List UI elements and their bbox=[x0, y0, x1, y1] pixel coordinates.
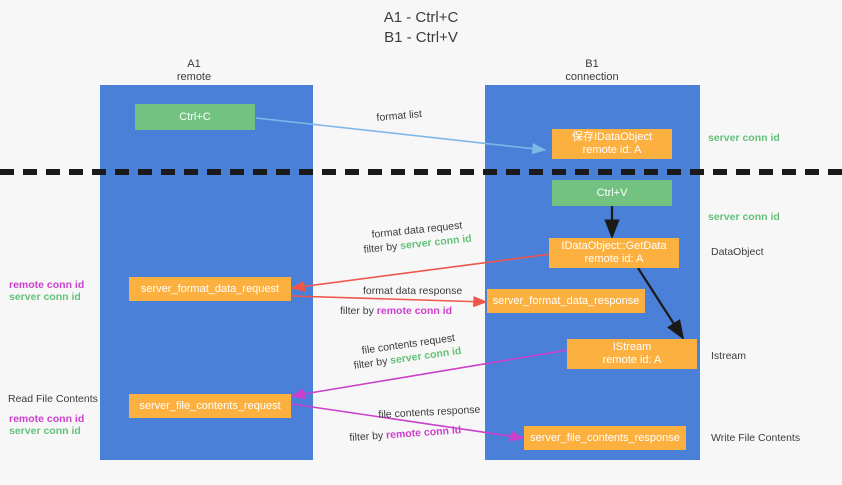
left-label-remote-conn-id-1: remote conn id bbox=[9, 279, 84, 292]
node-server-format-data-response[interactable]: server_format_data_response bbox=[487, 289, 645, 313]
node-istream[interactable]: IStream remote id: A bbox=[567, 339, 697, 369]
right-label-server-conn-id-top: server conn id bbox=[708, 132, 780, 145]
column-header-a1-sub: remote bbox=[176, 71, 212, 83]
left-label-remote-conn-id-2: remote conn id bbox=[9, 413, 84, 426]
filter-prefix: filter by bbox=[353, 354, 392, 372]
column-header-b1-sub: connection bbox=[565, 71, 619, 83]
column-header-a1: A1 remote bbox=[130, 58, 258, 84]
edge-label-format-list-text: format list bbox=[376, 108, 423, 124]
edge-label-file-contents-response: file contents response bbox=[378, 404, 481, 422]
right-label-dataobject-text: DataObject bbox=[711, 246, 764, 258]
edge-label-file-contents-response-text: file contents response bbox=[378, 403, 481, 421]
page-title: A1 - Ctrl+C B1 - Ctrl+V bbox=[0, 8, 842, 48]
node-server-file-contents-response[interactable]: server_file_contents_response bbox=[524, 426, 686, 450]
edge-label-format-data-response-filter: filter by remote conn id bbox=[340, 305, 452, 318]
column-header-a1-name: A1 bbox=[187, 58, 201, 70]
filter-prefix: filter by bbox=[340, 305, 377, 317]
left-label-server-conn-id-2-text: server conn id bbox=[9, 425, 81, 437]
right-label-server-conn-id-top-text: server conn id bbox=[708, 132, 780, 144]
node-ctrl-c-label: Ctrl+C bbox=[179, 110, 211, 123]
node-idataobject-getdata-line1: IDataObject::GetData bbox=[561, 240, 667, 252]
edge-label-format-list: format list bbox=[376, 108, 422, 125]
right-label-write-file-contents-text: Write File Contents bbox=[711, 432, 801, 444]
title-line-1: A1 - Ctrl+C bbox=[383, 9, 459, 26]
edge-label-format-data-response: format data response bbox=[363, 285, 462, 298]
node-server-file-contents-request-label: server_file_contents_request bbox=[139, 399, 281, 412]
node-server-format-data-request[interactable]: server_format_data_request bbox=[129, 277, 291, 301]
right-label-server-conn-id-mid-text: server conn id bbox=[708, 211, 780, 223]
filter-value-remote-conn-id: remote conn id bbox=[385, 424, 462, 442]
column-header-b1-name: B1 bbox=[585, 58, 599, 70]
node-istream-line1: IStream bbox=[612, 341, 652, 353]
node-server-format-data-request-label: server_format_data_request bbox=[140, 282, 280, 295]
node-save-idataobject-line1: 保存IDataObject bbox=[571, 131, 653, 143]
left-label-server-conn-id-2: server conn id bbox=[9, 425, 81, 438]
node-istream-line2: remote id: A bbox=[602, 354, 662, 366]
node-save-idataobject-line2: remote id: A bbox=[582, 144, 642, 156]
left-label-server-conn-id-1: server conn id bbox=[9, 291, 81, 304]
left-label-read-file-contents: Read File Contents bbox=[8, 393, 98, 406]
column-header-b1: B1 connection bbox=[528, 58, 656, 84]
node-save-idataobject[interactable]: 保存IDataObject remote id: A bbox=[552, 129, 672, 159]
left-label-remote-conn-id-2-text: remote conn id bbox=[9, 413, 85, 425]
node-ctrl-v-label: Ctrl+V bbox=[596, 186, 628, 199]
edge-label-file-contents-response-filter: filter by remote conn id bbox=[349, 424, 462, 445]
filter-prefix: filter by bbox=[363, 240, 401, 256]
left-label-server-conn-id-1-text: server conn id bbox=[9, 291, 81, 303]
node-ctrl-v[interactable]: Ctrl+V bbox=[552, 180, 672, 206]
right-label-dataobject: DataObject bbox=[711, 246, 764, 259]
node-server-file-contents-request[interactable]: server_file_contents_request bbox=[129, 394, 291, 418]
node-server-file-contents-response-label: server_file_contents_response bbox=[530, 431, 680, 444]
node-ctrl-c[interactable]: Ctrl+C bbox=[135, 104, 255, 130]
right-label-istream: Istream bbox=[711, 350, 746, 363]
right-label-server-conn-id-mid: server conn id bbox=[708, 211, 780, 224]
filter-value-remote-conn-id: remote conn id bbox=[376, 305, 453, 317]
right-label-write-file-contents: Write File Contents bbox=[711, 432, 800, 445]
right-label-istream-text: Istream bbox=[711, 350, 747, 362]
node-idataobject-getdata-line2: remote id: A bbox=[584, 253, 644, 265]
title-line-2: B1 - Ctrl+V bbox=[384, 29, 458, 46]
node-server-format-data-response-label: server_format_data_response bbox=[492, 294, 640, 307]
node-idataobject-getdata[interactable]: IDataObject::GetData remote id: A bbox=[549, 238, 679, 268]
edge-label-format-data-response-text: format data response bbox=[363, 285, 463, 297]
left-label-remote-conn-id-1-text: remote conn id bbox=[9, 279, 85, 291]
left-label-read-file-contents-text: Read File Contents bbox=[8, 393, 98, 405]
filter-prefix: filter by bbox=[349, 429, 387, 444]
